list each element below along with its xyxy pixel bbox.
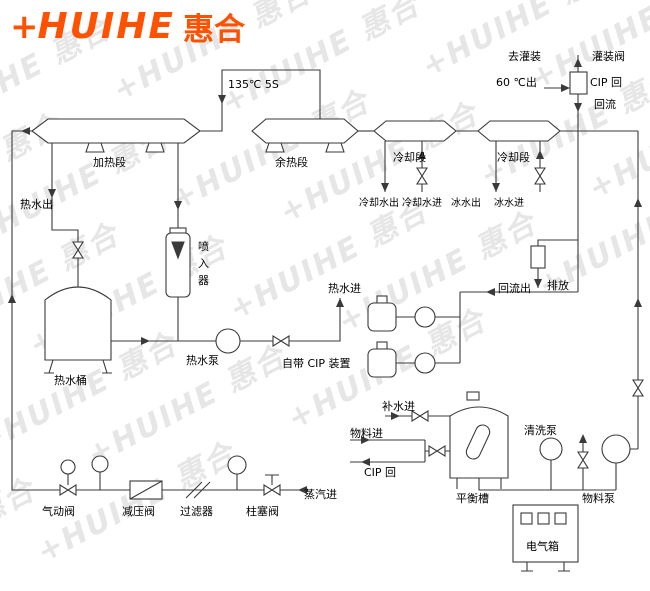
hot-water-pump-symbol <box>215 328 241 354</box>
hx2-stand-left <box>265 142 285 153</box>
injector-body <box>165 232 191 298</box>
cip-tank1 <box>367 302 397 332</box>
cip-tank2-cap <box>376 341 388 350</box>
hx1-stand-left <box>85 142 105 153</box>
pipe-filling-reflux <box>460 55 579 293</box>
pressure-reducing-valve-diagonal <box>129 480 163 500</box>
heat-exchanger-regen <box>251 118 359 144</box>
hot-water-tank-legs <box>44 359 112 374</box>
flow-arrows <box>8 58 642 494</box>
pipe-hot-water-in <box>240 298 341 342</box>
gauge-1 <box>91 455 109 473</box>
balance-tank-agitator <box>465 424 491 460</box>
logo-cn: 惠合 <box>182 12 245 48</box>
heat-exchanger-cooling-1 <box>373 120 457 142</box>
injector-flange <box>169 227 187 234</box>
cip-tank2 <box>367 348 397 378</box>
electrical-box-vent-1 <box>520 512 533 525</box>
valve-right-riser <box>632 379 644 397</box>
material-pump-symbol <box>601 434 631 464</box>
drain-fitting <box>530 245 546 269</box>
valve-ice-water-in <box>534 167 546 185</box>
pipe-cip-unit <box>396 292 461 364</box>
pipe-holding-tube <box>200 69 321 132</box>
plunger-valve-symbol <box>263 484 281 496</box>
injector-nozzle <box>171 241 185 260</box>
hot-water-tank-body <box>44 286 112 361</box>
heat-exchanger-cooling-2 <box>477 120 561 142</box>
cip-tank1-cap <box>376 295 388 304</box>
filling-valve-body <box>569 71 588 95</box>
plunger-valve-stem <box>265 474 279 485</box>
pipe-cooling-water <box>384 141 541 192</box>
valve-makeup-water <box>411 410 429 422</box>
logo: + HUIHE 惠合 <box>10 4 245 49</box>
hx1-stand-right <box>145 142 165 153</box>
electrical-box-vent-3 <box>554 512 567 525</box>
hx2-stand-right <box>325 142 345 153</box>
pipe-right-riser <box>630 131 639 450</box>
cip-pump-1-symbol <box>414 306 436 328</box>
logo-plus-icon: + <box>10 6 39 47</box>
valve-hot-water-out <box>72 241 84 259</box>
valve-cooling-water-in <box>416 167 428 185</box>
electrical-box-vent-2 <box>537 512 550 525</box>
heat-exchanger-heating <box>31 118 201 144</box>
pneumatic-valve-symbol <box>59 484 77 496</box>
pipe-material-cip <box>350 439 450 463</box>
electrical-box-legs <box>521 562 570 572</box>
pipe-tank-outlet <box>478 436 617 491</box>
equipment <box>31 71 644 572</box>
balance-tank-nozzle <box>466 391 480 401</box>
balance-tank-legs <box>456 478 502 489</box>
pneumatic-valve-actuator <box>60 459 76 475</box>
filter-symbol <box>185 481 211 499</box>
cleaning-pump-symbol <box>539 437 563 461</box>
valve-material <box>428 445 446 457</box>
cip-pump-2-symbol <box>414 352 436 374</box>
gauge-2 <box>227 455 247 475</box>
pipe-hot-water-out <box>51 143 79 291</box>
logo-latin: HUIHE <box>37 6 175 47</box>
valve-hot-water-in <box>272 335 290 347</box>
valve-cip-branch <box>577 451 589 469</box>
